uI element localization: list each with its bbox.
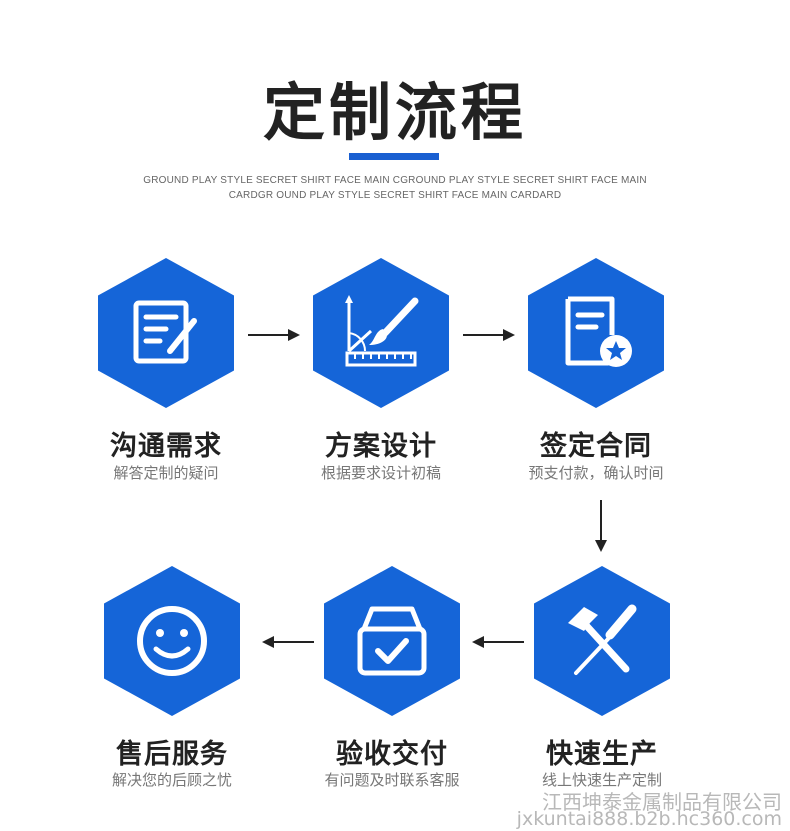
smiley-icon xyxy=(137,606,207,676)
step-3-title: 签定合同 xyxy=(540,431,652,462)
step-6-desc: 解决您的后顾之忧 xyxy=(111,771,232,789)
step-3-desc: 预支付款，确认时间 xyxy=(528,464,664,482)
step-2-title: 方案设计 xyxy=(325,431,437,462)
document-edit-icon xyxy=(133,300,197,364)
ruler-pencil-icon xyxy=(345,295,419,367)
step-1-desc: 解答定制的疑问 xyxy=(113,464,219,482)
step-4-hexagon xyxy=(534,566,670,716)
arrow-left-icon xyxy=(262,636,314,648)
step-4-title: 快速生产 xyxy=(546,739,658,770)
step-4-desc: 线上快速生产定制 xyxy=(541,771,662,789)
watermark-url: jxkuntai888.b2b.hc360.com xyxy=(516,808,782,830)
arrow-right-icon xyxy=(463,329,515,341)
arrow-right-icon xyxy=(248,329,300,341)
step-5-hexagon xyxy=(324,566,460,716)
step-6-title: 售后服务 xyxy=(116,739,228,770)
step-6-hexagon xyxy=(104,566,240,716)
step-5-desc: 有问题及时联系客服 xyxy=(324,771,460,789)
arrow-left-icon xyxy=(472,636,524,648)
step-3-hexagon xyxy=(528,258,664,408)
step-2-desc: 根据要求设计初稿 xyxy=(320,464,441,482)
page-subtitle: GROUND PLAY STYLE SECRET SHIRT FACE MAIN… xyxy=(143,175,647,201)
title-underline xyxy=(349,153,439,160)
step-1-hexagon xyxy=(98,258,234,408)
arrow-down-icon xyxy=(595,500,607,552)
step-2-hexagon xyxy=(313,258,449,408)
checked-box-icon xyxy=(357,606,427,676)
page-title: 定制流程 xyxy=(262,76,527,149)
watermark-company: 江西坤泰金属制品有限公司 xyxy=(542,790,782,814)
step-1-title: 沟通需求 xyxy=(110,431,222,462)
step-5-title: 验收交付 xyxy=(336,739,448,770)
hammer-screwdriver-icon xyxy=(568,604,637,675)
contract-star-icon xyxy=(565,296,632,367)
